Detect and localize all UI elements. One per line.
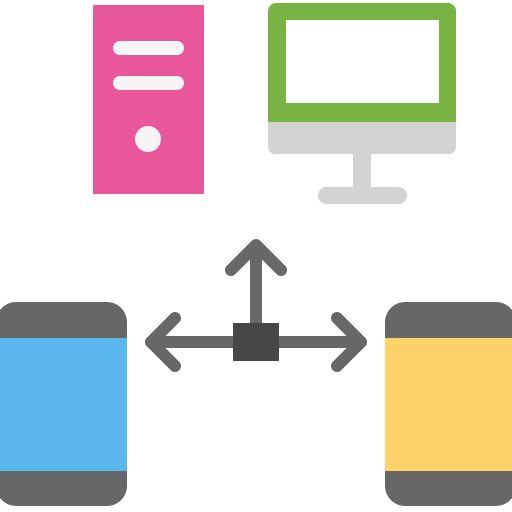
desktop-tower-icon <box>93 5 204 194</box>
tower-slot-bottom <box>113 76 184 90</box>
tablet-right-screen <box>385 338 512 471</box>
tablet-left-screen <box>0 338 127 471</box>
hub-icon <box>233 323 279 361</box>
monitor-stand <box>318 187 407 204</box>
tower-power-button <box>135 126 161 152</box>
monitor-chin <box>268 122 456 154</box>
tower-body <box>93 5 204 194</box>
monitor-neck <box>353 154 371 190</box>
arrows-group <box>145 239 367 372</box>
monitor-icon <box>268 3 456 204</box>
tablet-right-icon <box>385 302 512 506</box>
tablet-left-icon <box>0 302 127 506</box>
tower-slot-top <box>113 41 184 55</box>
monitor-screen <box>286 20 439 103</box>
